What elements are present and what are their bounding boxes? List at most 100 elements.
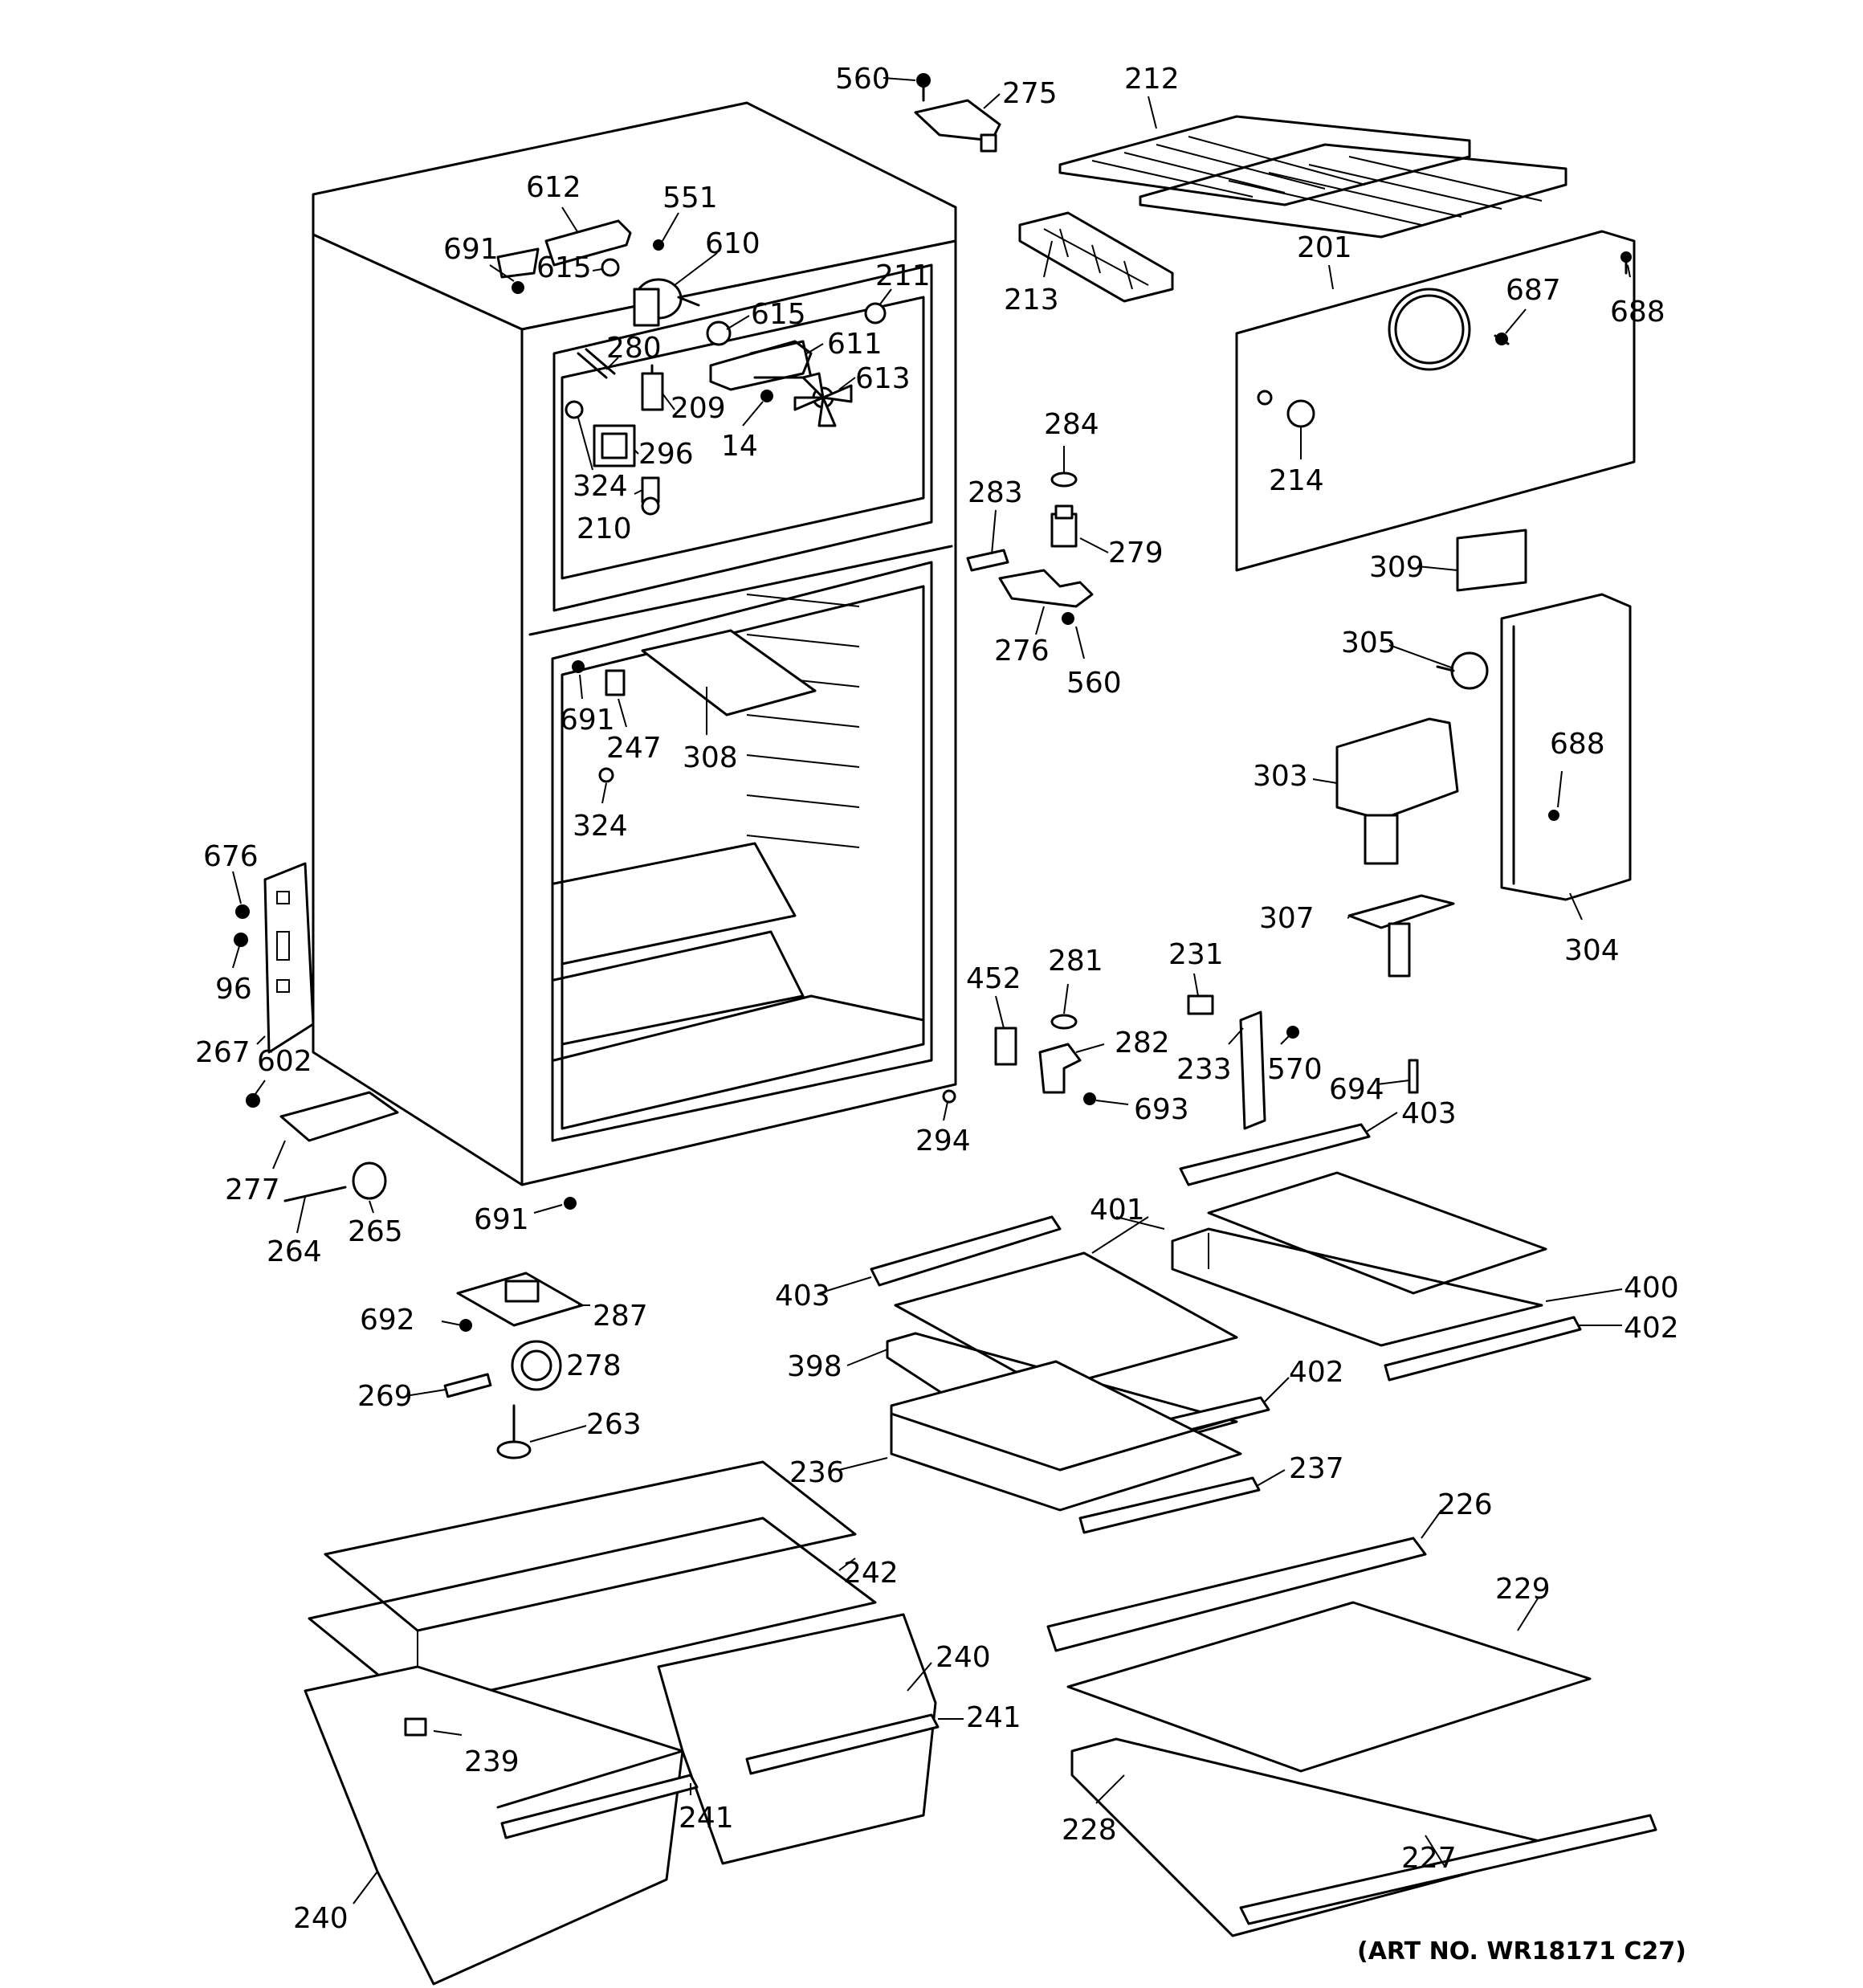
callout-277: 277 (225, 1174, 280, 1206)
callout-400: 400 (1624, 1272, 1679, 1304)
callout-labels: 560 275 212 612 551 691 615 610 211 213 … (195, 63, 1679, 1935)
callout-241: 241 (966, 1701, 1021, 1734)
hinge-pin-279-icon (1050, 504, 1078, 548)
callout-233: 233 (1176, 1053, 1232, 1086)
screw-96-icon (234, 933, 248, 947)
callout-231: 231 (1168, 938, 1224, 971)
callout-613: 613 (855, 362, 911, 395)
callout-265: 265 (348, 1215, 403, 1248)
callout-275: 275 (1002, 77, 1058, 110)
trim-226-icon (1046, 1537, 1427, 1652)
trim-402-icon (1384, 1316, 1582, 1382)
damper-303-icon (1335, 717, 1459, 865)
light-socket-280-icon (577, 348, 616, 379)
ice-tray-213-icon (1018, 211, 1174, 303)
callout-303: 303 (1253, 760, 1308, 793)
damper-door-307-icon (1347, 894, 1455, 978)
callout-269: 269 (357, 1380, 413, 1413)
callout-615: 615 (536, 251, 592, 284)
crisper-pan-240b-icon (657, 1613, 937, 1865)
callout-692: 692 (360, 1304, 415, 1337)
callout-401: 401 (1090, 1194, 1145, 1227)
callout-615b: 615 (751, 298, 806, 331)
callout-213: 213 (1004, 284, 1059, 316)
grommet-615-icon (601, 258, 732, 346)
callout-227: 227 (1401, 1842, 1457, 1875)
thermostat-knob-210-icon (641, 476, 660, 516)
callout-287: 287 (593, 1300, 648, 1333)
shim-284-icon (1050, 471, 1078, 488)
wheel-278-icon (511, 1340, 562, 1391)
roller-265-icon (352, 1161, 387, 1200)
callout-229: 229 (1495, 1573, 1551, 1606)
spacer-231-icon (1187, 994, 1214, 1015)
callout-14: 14 (721, 430, 758, 463)
roller-bracket-277-icon (279, 1091, 399, 1142)
callout-240b: 240 (293, 1902, 349, 1935)
callout-398: 398 (787, 1350, 842, 1383)
freezer-shelf-308-icon (641, 629, 817, 716)
callout-296: 296 (638, 438, 694, 471)
screw-691c-icon (564, 1197, 577, 1210)
light-shield-296-icon (593, 424, 636, 467)
shelf-frame-403b-icon (870, 1215, 1062, 1287)
callout-676: 676 (203, 840, 259, 873)
bracket-452-icon (994, 1027, 1017, 1066)
screw-694-icon (1408, 1059, 1419, 1094)
screw-602-icon (246, 1093, 260, 1108)
callout-263: 263 (586, 1408, 642, 1441)
callout-691b: 691 (560, 704, 615, 737)
callout-247: 247 (606, 732, 662, 765)
callout-305: 305 (1341, 627, 1396, 659)
callout-570: 570 (1267, 1053, 1323, 1086)
screw-560-icon (916, 73, 931, 102)
callout-278: 278 (566, 1349, 622, 1382)
callout-236: 236 (789, 1456, 845, 1489)
screw-14-icon (760, 390, 773, 402)
callout-687: 687 (1506, 274, 1561, 307)
callout-304: 304 (1564, 934, 1620, 967)
bottom-hinge-287-icon (456, 1272, 584, 1327)
callout-611: 611 (827, 328, 883, 361)
callout-281: 281 (1048, 945, 1103, 978)
bracket-283-icon (966, 549, 1009, 572)
callout-307: 307 (1259, 902, 1315, 935)
damper-control-610-icon (633, 278, 700, 327)
callout-403: 403 (1401, 1097, 1457, 1130)
art-number: (ART NO. WR18171 C27) (1357, 1937, 1686, 1966)
evaporator-cover-201-icon (1235, 230, 1636, 572)
callout-212: 212 (1124, 63, 1180, 96)
shelf-frame-228-icon (1070, 1737, 1567, 1937)
hinge-275-icon (914, 99, 1001, 153)
shelf-support-233-icon (1239, 1010, 1266, 1130)
glass-shelf-398-top-icon (894, 1251, 1238, 1391)
callout-308: 308 (683, 741, 738, 774)
callout-688: 688 (1610, 296, 1665, 329)
screw-691a-icon (512, 281, 524, 294)
screw-692-icon (459, 1319, 472, 1332)
pin-269-icon (443, 1373, 492, 1398)
callout-610: 610 (705, 227, 760, 260)
screw-688-icon (1620, 251, 1632, 275)
screw-560b-icon (1062, 612, 1074, 625)
hinge-282-icon (1038, 1043, 1082, 1094)
screw-688b-icon (1548, 810, 1559, 821)
plug-324-icon (565, 400, 614, 783)
callout-284: 284 (1044, 408, 1099, 441)
callout-209: 209 (671, 392, 726, 425)
callout-237: 237 (1289, 1452, 1344, 1485)
callout-242: 242 (843, 1557, 899, 1590)
screw-570-icon (1286, 1026, 1299, 1039)
callout-693: 693 (1134, 1093, 1189, 1126)
wire-shelf-212-icon (1058, 115, 1567, 239)
screw-693-icon (1083, 1092, 1096, 1105)
bracket-612-icon (496, 219, 632, 279)
callout-324b: 324 (573, 810, 628, 843)
callout-210: 210 (577, 512, 632, 545)
crisper-pan-240-icon (304, 1665, 684, 1986)
callout-283: 283 (968, 476, 1023, 509)
callout-267: 267 (195, 1036, 251, 1069)
callout-201: 201 (1297, 231, 1352, 264)
callout-691: 691 (443, 233, 499, 266)
